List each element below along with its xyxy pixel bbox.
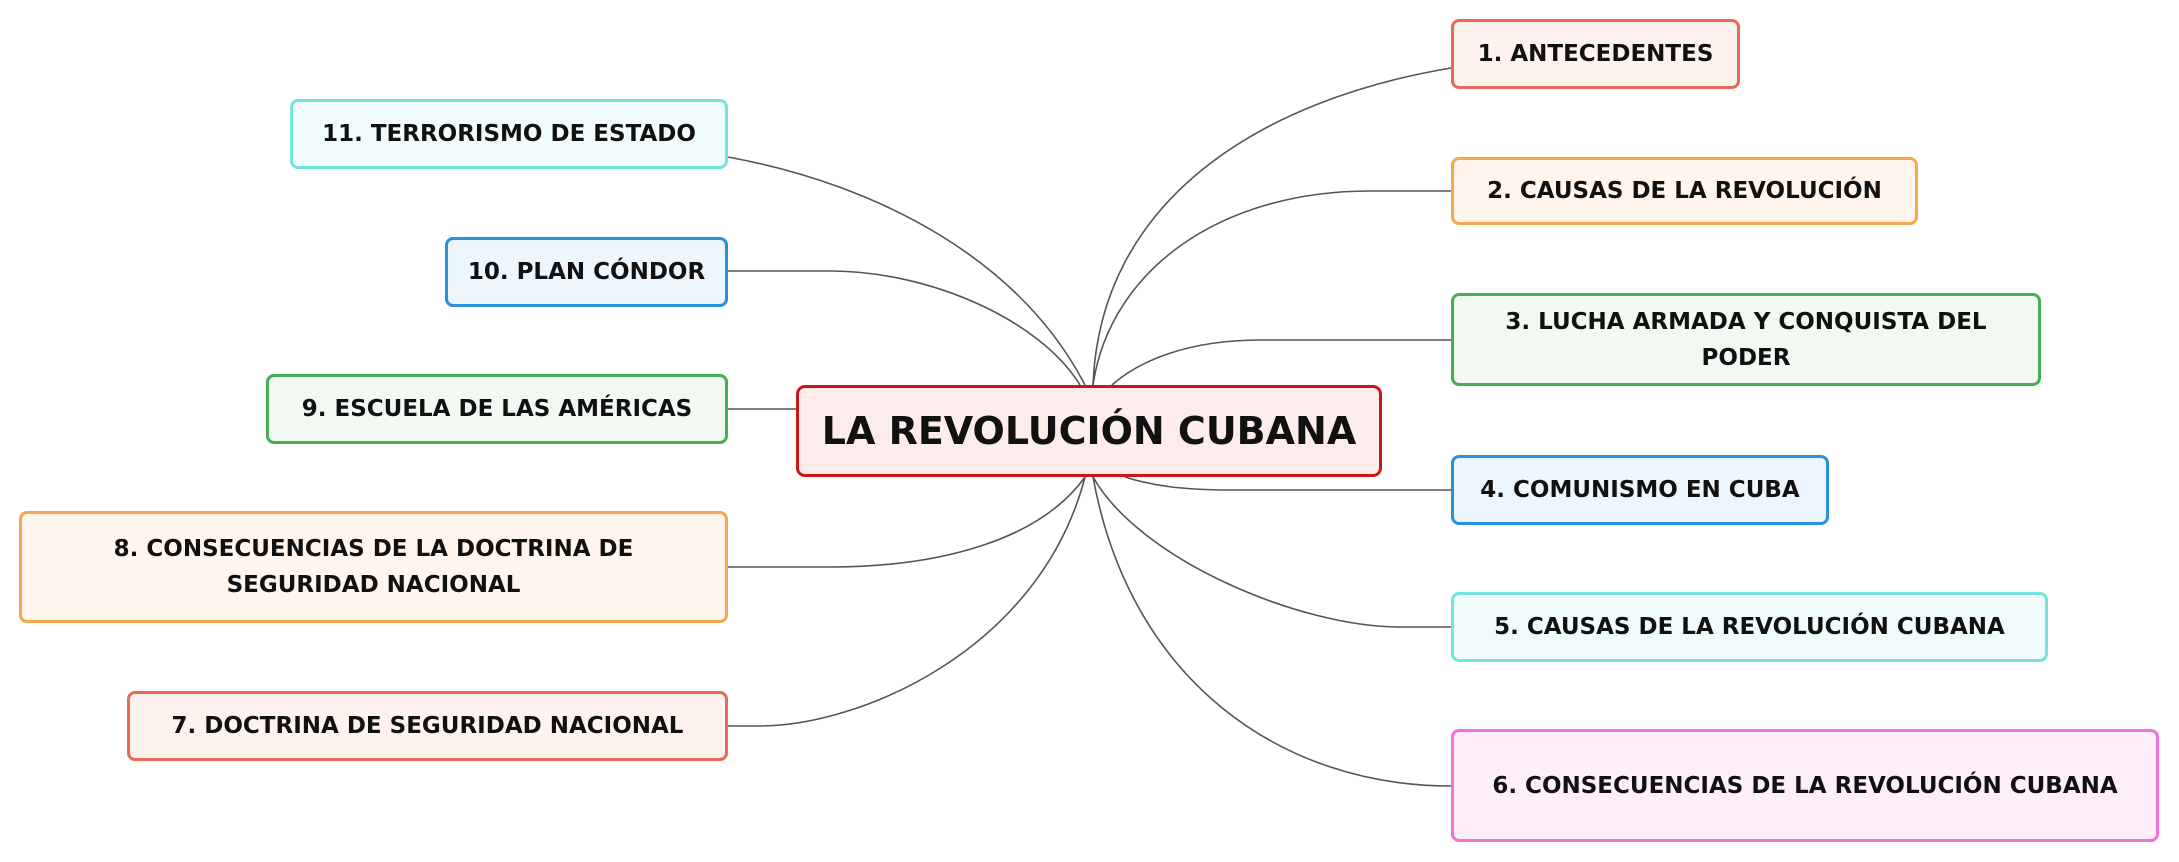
branch-lucha-armada[interactable]: 3. LUCHA ARMADA Y CONQUISTA DEL PODER <box>1451 293 2041 386</box>
connector-4 <box>1124 476 1451 491</box>
connector-3 <box>1111 339 1451 386</box>
connector-1 <box>1092 67 1452 386</box>
connector-10 <box>728 270 1081 386</box>
connector-8 <box>728 476 1086 568</box>
root-topic[interactable]: LA REVOLUCIÓN CUBANA <box>796 385 1382 477</box>
branch-doctrina-seguridad-nacional[interactable]: 7. DOCTRINA DE SEGURIDAD NACIONAL <box>127 691 728 761</box>
branch-consecuencias-doctrina[interactable]: 8. CONSECUENCIAS DE LA DOCTRINA DE SEGUR… <box>19 511 728 623</box>
branch-antecedentes[interactable]: 1. ANTECEDENTES <box>1451 19 1740 89</box>
connector-7 <box>728 476 1086 727</box>
connector-11 <box>727 156 1086 386</box>
connector-2 <box>1092 190 1451 386</box>
connector-5 <box>1092 476 1451 628</box>
branch-causas-revolucion[interactable]: 2. CAUSAS DE LA REVOLUCIÓN <box>1451 157 1918 225</box>
branch-causas-revolucion-cubana[interactable]: 5. CAUSAS DE LA REVOLUCIÓN CUBANA <box>1451 592 2048 662</box>
branch-consecuencias-revolucion-cubana[interactable]: 6. CONSECUENCIAS DE LA REVOLUCIÓN CUBANA <box>1451 729 2159 842</box>
connector-6 <box>1092 476 1452 787</box>
branch-plan-condor[interactable]: 10. PLAN CÓNDOR <box>445 237 728 307</box>
branch-terrorismo-estado[interactable]: 11. TERRORISMO DE ESTADO <box>290 99 728 169</box>
branch-escuela-americas[interactable]: 9. ESCUELA DE LAS AMÉRICAS <box>266 374 728 444</box>
branch-comunismo-cuba[interactable]: 4. COMUNISMO EN CUBA <box>1451 455 1829 525</box>
